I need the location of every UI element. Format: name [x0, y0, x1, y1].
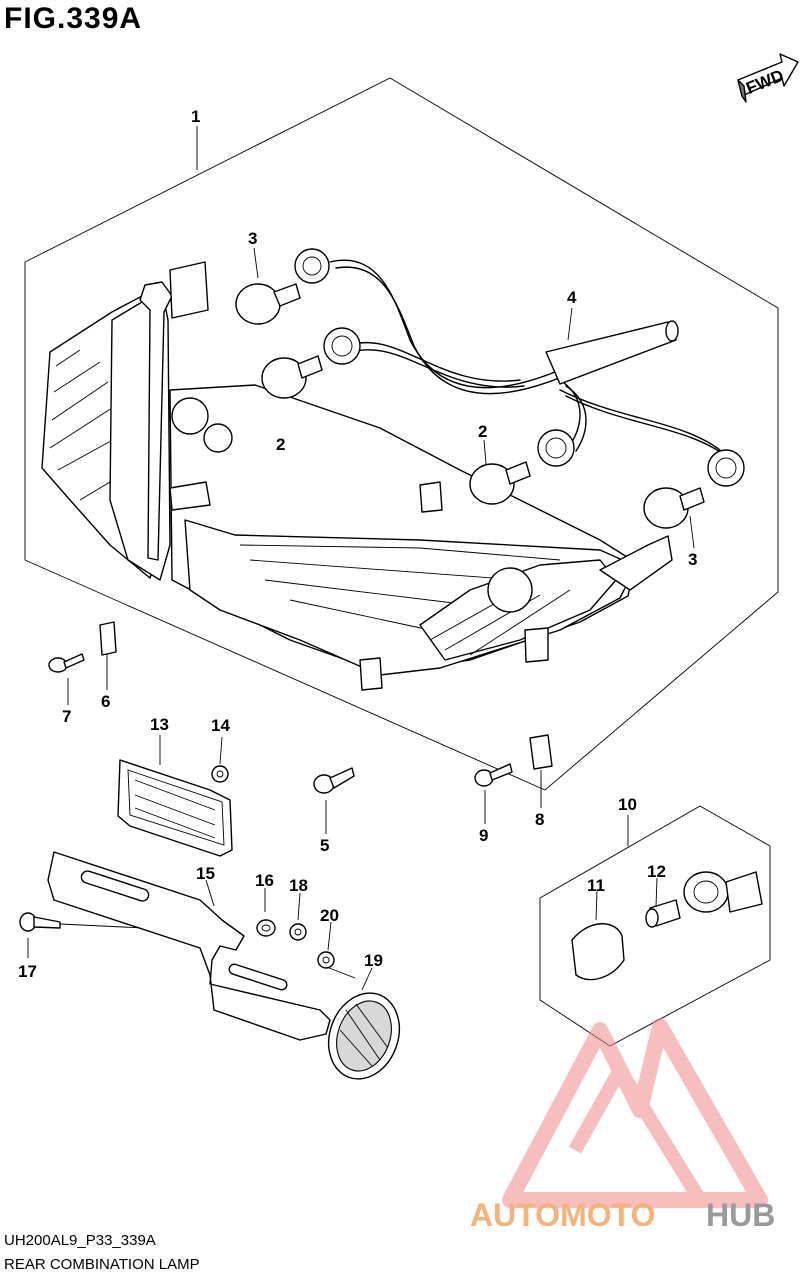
- callout-3-upper: 3: [248, 229, 257, 248]
- callout-9: 9: [479, 826, 488, 845]
- screw-part-9: [474, 763, 513, 787]
- diagram-caption: REAR COMBINATION LAMP: [4, 1256, 200, 1273]
- figure-title: FIG.339A: [4, 2, 143, 35]
- leader-lines: [27, 126, 695, 991]
- nut-part-14: [211, 765, 229, 783]
- callout-16: 16: [255, 871, 274, 890]
- bracket-part-15: [47, 851, 331, 1041]
- callout-4: 4: [567, 288, 577, 307]
- reflector-part-13: [117, 759, 233, 857]
- reflector-part-19: [327, 992, 401, 1080]
- nut-part-20: [317, 951, 335, 969]
- sub-assembly-outline-10: [539, 805, 771, 1047]
- screw-part-17: [19, 912, 61, 932]
- wiring-harness: [329, 259, 727, 457]
- watermark-logo-mark: [502, 1018, 768, 1208]
- fwd-label: FWD: [743, 66, 786, 98]
- callout-11: 11: [587, 876, 605, 895]
- callout-2-right: 2: [478, 422, 487, 441]
- callout-3-lower: 3: [688, 550, 697, 569]
- bulb-part-12: [645, 899, 681, 928]
- rear-combination-lamp-assembly: [41, 261, 673, 691]
- bulb-part-3: [235, 283, 705, 529]
- bolt-part-5: [313, 767, 355, 794]
- automotohub-logo: [502, 1018, 768, 1208]
- callout-20: 20: [320, 906, 339, 925]
- screw-part-7: [48, 653, 85, 673]
- callout-19: 19: [364, 951, 383, 970]
- callout-14: 14: [211, 716, 230, 735]
- callout-2-left: 2: [276, 435, 285, 454]
- fwd-arrow-icon: FWD: [737, 53, 799, 103]
- socket-part-10: [683, 871, 763, 913]
- watermark-text-hub: HUB: [706, 1197, 775, 1233]
- clip-part-8: [529, 734, 553, 770]
- bulb-socket: [294, 248, 745, 487]
- callout-1: 1: [191, 107, 200, 126]
- callout-12: 12: [647, 862, 666, 881]
- callout-17: 17: [18, 962, 37, 981]
- callout-10: 10: [618, 795, 637, 814]
- callout-8: 8: [535, 810, 544, 829]
- clip-part-6: [99, 621, 117, 656]
- nut-part-18: [289, 923, 307, 941]
- bulb-part-2: [261, 355, 531, 505]
- callout-13: 13: [150, 715, 169, 734]
- callout-7: 7: [62, 707, 71, 726]
- callout-15: 15: [196, 864, 215, 883]
- assembly-outline: [24, 77, 779, 791]
- lens-part-11: [571, 923, 625, 981]
- watermark-text-automoto: AUTOMOTO: [470, 1197, 655, 1233]
- diagram-code: UH200AL9_P33_339A: [4, 1232, 156, 1249]
- callout-5: 5: [320, 836, 329, 855]
- washer-part-16: [256, 919, 276, 937]
- callout-18: 18: [289, 876, 308, 895]
- callout-6: 6: [101, 692, 110, 711]
